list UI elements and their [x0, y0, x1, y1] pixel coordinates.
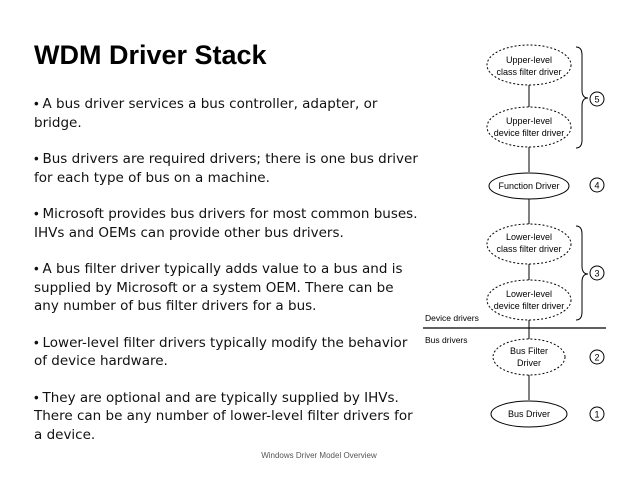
brace-lower-filters [575, 225, 589, 321]
node-line: Upper-level [506, 116, 552, 126]
bullet-dot: • [34, 206, 43, 221]
bullet-dot: • [34, 334, 43, 350]
node-line: Function Driver [498, 181, 559, 191]
node-line: device filter driver [494, 301, 565, 311]
number-label: 1 [594, 410, 599, 420]
device-drivers-label: Device drivers [425, 313, 479, 323]
bullet-item: • They are optional and are typically su… [34, 389, 419, 445]
node-line: Lower-level [506, 289, 552, 299]
bullet-item: • A bus driver services a bus controller… [34, 95, 419, 132]
bullet-dot: • [34, 389, 43, 405]
number-badge-2: 2 [589, 349, 605, 365]
number-label: 3 [594, 269, 599, 279]
node-line: Lower-level [506, 232, 552, 242]
bullet-list: • A bus driver services a bus controller… [34, 95, 419, 462]
node-lower-device-filter: Lower-level device filter driver [486, 279, 572, 321]
bullet-text: Bus drivers are required drivers; there … [34, 151, 418, 186]
bullet-dot: • [34, 151, 43, 166]
node-bus-filter-driver: Bus Filter Driver [492, 338, 566, 376]
bullet-text: A bus driver services a bus controller, … [34, 96, 378, 131]
node-upper-device-filter: Upper-level device filter driver [486, 106, 572, 148]
node-upper-class-filter: Upper-level class filter driver [486, 44, 572, 86]
node-function-driver: Function Driver [488, 172, 570, 200]
bullet-text: A bus filter driver typically adds value… [34, 261, 403, 314]
bus-drivers-label: Bus drivers [425, 335, 468, 345]
node-line: class filter driver [496, 67, 561, 77]
number-label: 4 [594, 181, 599, 191]
brace-upper-filters [575, 46, 589, 149]
node-line: class filter driver [496, 244, 561, 254]
bullet-item: • Microsoft provides bus drivers for mos… [34, 205, 419, 242]
bullet-text: Microsoft provides bus drivers for most … [34, 206, 418, 241]
slide-title: WDM Driver Stack [34, 40, 267, 70]
number-badge-4: 4 [589, 177, 605, 193]
bullet-item: • Bus drivers are required drivers; ther… [34, 150, 419, 187]
bullet-item: • A bus filter driver typically adds val… [34, 260, 419, 316]
node-line: Driver [517, 358, 541, 368]
node-line: Bus Driver [508, 409, 550, 419]
braces [575, 46, 589, 321]
slide-footer: Windows Driver Model Overview [0, 451, 638, 460]
node-lower-class-filter: Lower-level class filter driver [486, 223, 572, 265]
bullet-text: They are optional and are typically supp… [34, 389, 413, 443]
node-line: device filter driver [494, 128, 565, 138]
node-line: Upper-level [506, 55, 552, 65]
node-bus-driver: Bus Driver [490, 400, 568, 428]
bullet-text: Lower-level filter drivers typically mod… [34, 334, 408, 370]
number-badge-1: 1 [589, 406, 605, 422]
bullet-dot: • [34, 96, 43, 111]
bullet-dot: • [34, 261, 43, 276]
number-badge-5: 5 [589, 91, 605, 107]
number-label: 5 [594, 95, 599, 105]
number-badge-3: 3 [589, 265, 605, 281]
node-line: Bus Filter [510, 346, 548, 356]
bullet-item: • Lower-level filter drivers typically m… [34, 334, 419, 371]
footer-text: Windows Driver Model Overview [261, 451, 377, 460]
number-label: 2 [594, 353, 599, 363]
